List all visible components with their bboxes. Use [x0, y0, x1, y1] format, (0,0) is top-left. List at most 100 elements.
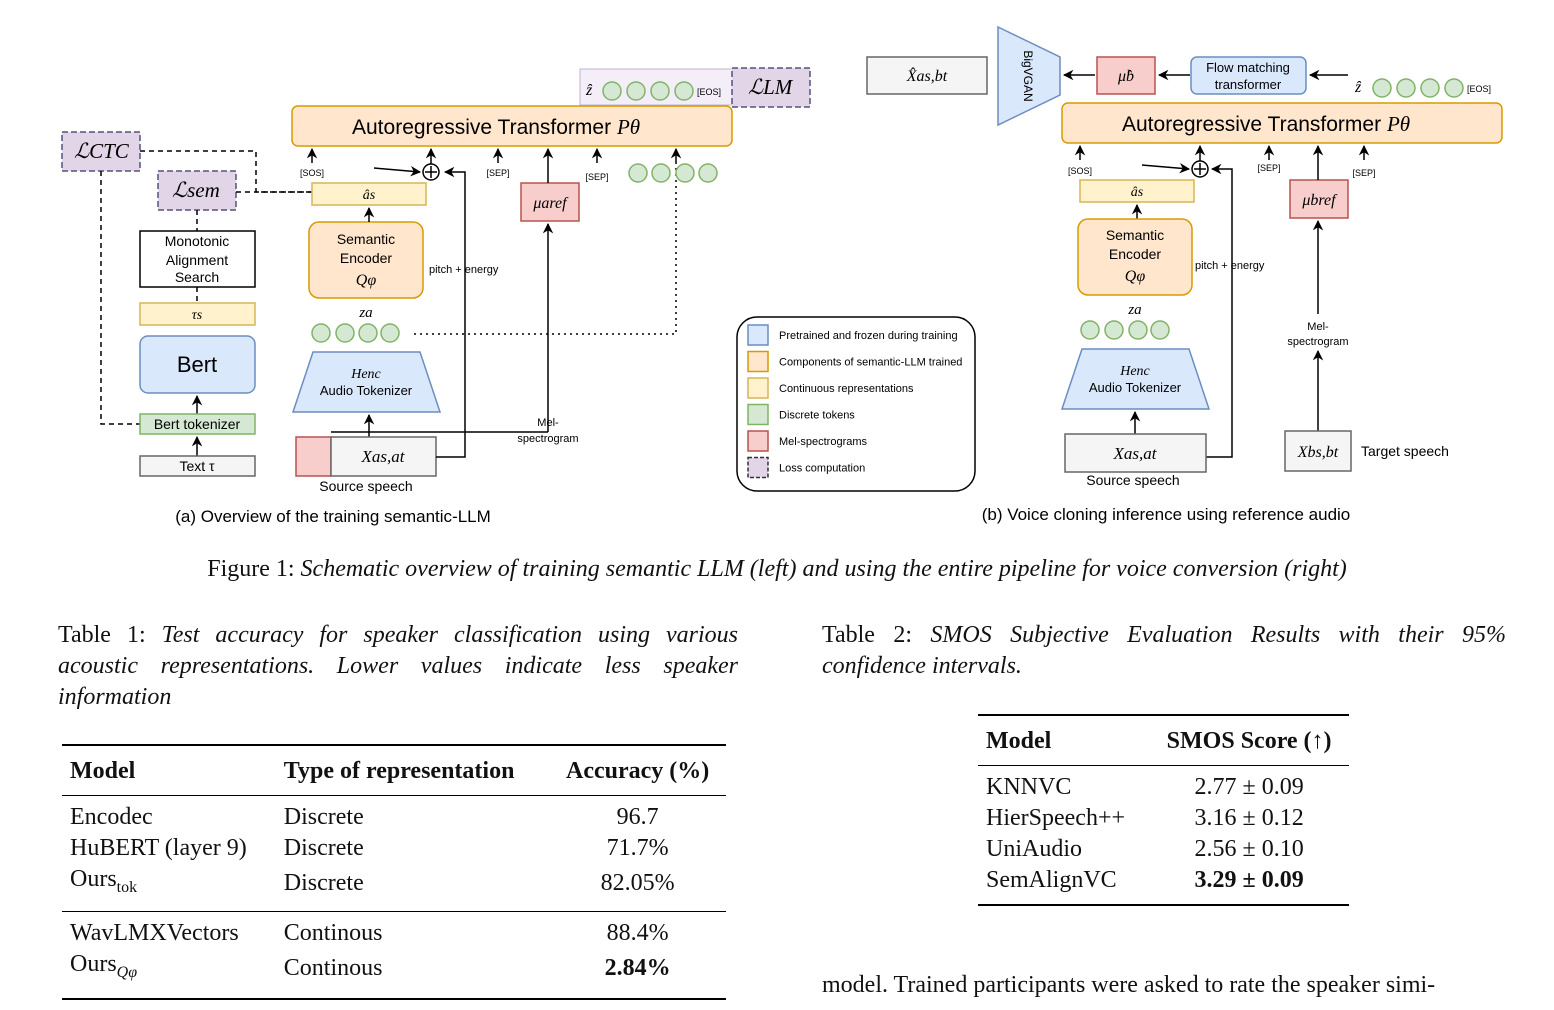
- a-hat-s-box-right: [1079, 179, 1195, 203]
- table2-caption: Table 2: SMOS Subjective Evaluation Resu…: [822, 620, 1506, 682]
- bert-tokenizer: [139, 413, 256, 435]
- discrete-token-circles-right-za: [1080, 320, 1170, 340]
- figure-1-diagram: ẑ [EOS] ℒLM Autoregressive Transformer P…: [61, 25, 1503, 526]
- table2-caption-text: SMOS Subjective Evaluation Results with …: [822, 622, 1506, 679]
- table-row: HierSpeech++ 3.16 ± 0.12: [978, 803, 1349, 834]
- table1-cell-model: Encodec: [70, 804, 153, 830]
- legend-label: Loss computation: [779, 463, 865, 475]
- tau-s-box: [139, 302, 256, 326]
- semantic-encoder-right-symbol: Qφ: [1125, 268, 1146, 285]
- bert-label: Bert: [177, 352, 217, 377]
- legend-swatch: [747, 377, 769, 399]
- table1-cell-acc: 88.4%: [606, 919, 669, 946]
- semantic-encoder-line-2: Encoder: [340, 250, 392, 266]
- table2-cell-score: 3.29 ± 0.09: [1194, 867, 1304, 893]
- table1-caption-prefix: Table 1:: [58, 622, 162, 648]
- table2-cell-score: 3.16 ± 0.12: [1194, 805, 1304, 831]
- table-row: Encodec Discrete 96.7: [62, 795, 726, 834]
- legend-label: Components of semantic-LLM trained: [779, 357, 962, 369]
- bigvgan-label: BigVGAN: [1021, 50, 1035, 101]
- mu-hat-b-box: [1096, 56, 1156, 95]
- body-text: model. Trained participants were asked t…: [822, 972, 1436, 998]
- subcaption-b: (b) Voice cloning inference using refere…: [982, 505, 1351, 524]
- legend-items: Pretrained and frozen during trainingCom…: [747, 324, 962, 479]
- table2-header-model: Model: [986, 728, 1052, 754]
- source-speech-box-right: [1064, 433, 1207, 473]
- dotted-token-path: [414, 160, 677, 335]
- text-input: [139, 455, 256, 477]
- semantic-encoder-right-line-1: Semantic: [1106, 227, 1164, 243]
- transformer-label: Autoregressive Transformer Pθ: [352, 115, 640, 139]
- table1-header-type: Type of representation: [283, 758, 515, 784]
- table2: Model SMOS Score (↑) KNNVC 2.77 ± 0.09 H…: [978, 714, 1349, 907]
- discrete-token-circles-right: [628, 163, 718, 183]
- audio-tokenizer-label: Audio Tokenizer: [320, 383, 413, 398]
- mas-line-2: Alignment: [166, 252, 228, 268]
- table2-cell-model: SemAlignVC: [986, 867, 1117, 893]
- table-row: WavLMXVectors Continous 88.4%: [62, 911, 726, 949]
- legend-swatch: [747, 350, 769, 373]
- table1-cell-model: WavLMXVectors: [70, 919, 239, 946]
- sep-token-2: [SEP]: [585, 172, 608, 182]
- table1-cell-type: Discrete: [283, 835, 364, 861]
- ours-subscript: tok: [116, 878, 138, 896]
- figure-caption: Figure 1: Schematic overview of training…: [0, 556, 1554, 583]
- table1: Model Type of representation Accuracy (%…: [62, 744, 726, 1001]
- legend-swatch: [747, 456, 769, 479]
- table2-cell-score: 2.77 ± 0.09: [1194, 774, 1304, 800]
- table2-header-row: Model SMOS Score (↑): [978, 715, 1349, 766]
- x-hat-output-label: X̂as,bt: [906, 66, 948, 85]
- table1-cell-acc: 82.05%: [600, 869, 675, 896]
- semantic-encoder: [308, 221, 424, 299]
- a-hat-s-label-right: âs: [1131, 185, 1144, 200]
- loss-ctc-box: [61, 131, 141, 172]
- monotonic-alignment-search: [139, 230, 256, 288]
- ours-label: Ours: [70, 866, 117, 892]
- table-row: UniAudio 2.56 ± 0.10: [978, 834, 1349, 865]
- z-hat-label: ẑ: [585, 82, 593, 99]
- mel-label-right-2: spectrogram: [1287, 336, 1348, 348]
- x-target-label: Xbs,bt: [1297, 444, 1339, 461]
- legend-box: [736, 316, 976, 492]
- table2-cell-score: 2.56 ± 0.10: [1194, 836, 1304, 862]
- target-speech-box: [1284, 430, 1352, 472]
- mu-ref-label-right: μbref: [1301, 192, 1338, 209]
- eos-label-right: [EOS]: [1467, 84, 1491, 94]
- bigvgan-vocoder: [997, 25, 1061, 127]
- source-speech-label-right: Source speech: [1086, 472, 1179, 488]
- table2-cell-model: HierSpeech++: [986, 805, 1126, 831]
- table1-cell-type: Discrete: [283, 804, 364, 830]
- sep-token-right-2: [SEP]: [1352, 168, 1375, 178]
- sos-token: [SOS]: [300, 168, 324, 178]
- transformer-label-right: Autoregressive Transformer Pθ: [1122, 112, 1410, 136]
- table1-cell-acc: 71.7%: [606, 835, 669, 861]
- loss-ctc-label: ℒCTC: [74, 139, 130, 163]
- loss-lm-label: ℒLM: [748, 75, 794, 99]
- semantic-encoder-line-1: Semantic: [337, 231, 395, 247]
- table1-caption: Table 1: Test accuracy for speaker class…: [58, 620, 738, 713]
- mel-label-2: spectrogram: [517, 433, 578, 445]
- legend-label: Mel-spectrograms: [779, 436, 868, 448]
- table1-cell-model: OursQφ: [62, 949, 276, 999]
- table1-caption-text: Test accuracy for speaker classification…: [58, 622, 738, 710]
- mu-ref-box: [520, 182, 580, 222]
- mas-line-3: Search: [175, 269, 219, 285]
- table2-cell-model: UniAudio: [986, 836, 1082, 862]
- sep-token-1: [SEP]: [486, 168, 509, 178]
- discrete-token-circles-za: [311, 323, 400, 343]
- x-source-label-right: Xas,at: [1113, 444, 1158, 463]
- figure-caption-prefix: Figure 1:: [207, 556, 301, 582]
- a-hat-s-box: [311, 182, 427, 206]
- mu-hat-b-label: μ̂b: [1117, 68, 1134, 85]
- loss-dashed-lines: [100, 150, 312, 425]
- x-source-label: Xas,at: [361, 447, 406, 466]
- audio-tokenizer-right: [1060, 348, 1211, 410]
- ours-subscript: Qφ: [116, 963, 138, 981]
- subcaption-a: (a) Overview of the training semantic-LL…: [175, 507, 491, 526]
- z-a-label: za: [358, 305, 372, 321]
- figure-caption-text: Schematic overview of training semantic …: [300, 556, 1347, 582]
- table1-cell-type: Discrete: [283, 869, 364, 896]
- h-enc-label: Henc: [350, 367, 381, 382]
- bert-tokenizer-label: Bert tokenizer: [154, 416, 241, 432]
- source-speech-label: Source speech: [319, 478, 412, 494]
